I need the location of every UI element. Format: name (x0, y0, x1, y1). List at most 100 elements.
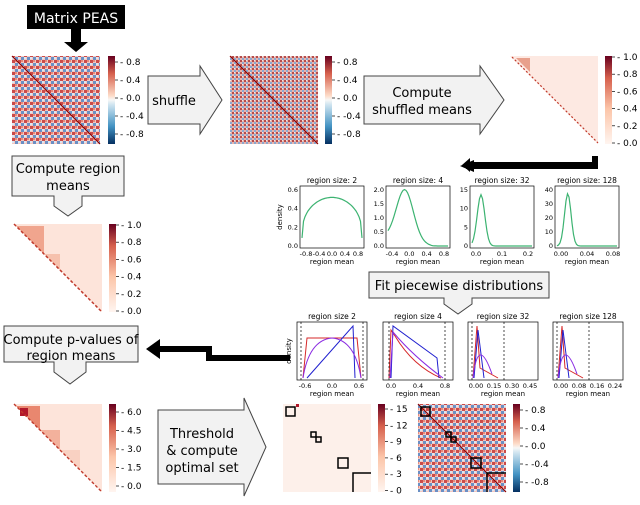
colorbar-tick-label: - 0.4 (525, 424, 546, 434)
fit-curve-purple (302, 337, 362, 379)
colorbar-tick-label: - 0.8 (120, 58, 141, 68)
fit-curve-purple (557, 354, 578, 379)
density-xtick: 0.8 (439, 250, 449, 258)
colorbar-tick-label: - 12 (390, 421, 408, 431)
matrix-peas-label: Matrix PEAS (34, 11, 118, 27)
density-curve (387, 188, 448, 247)
density-ytick: 0 (549, 242, 553, 250)
density-xtick: 0.8 (353, 250, 363, 258)
density-panel-frame (469, 185, 535, 249)
region-means-colorbar: - 1.0- 0.8- 0.6- 0.4- 0.2- 0.0 (109, 221, 142, 317)
colorbar-tick-label: - 0.2 (617, 122, 637, 132)
density-ytick: 1.5 (374, 200, 384, 208)
fit-panel-frame (467, 321, 539, 381)
density-ytick: 40 (545, 186, 553, 194)
colorbar-tick-label: - 0.0 (617, 139, 638, 149)
density-xtick: -0.8 (300, 250, 313, 258)
colorbar-tick-label: - 4.5 (121, 427, 141, 437)
fit-xtick: 0.45 (523, 382, 537, 390)
density-xtick: 0.0 (404, 250, 414, 258)
down-arrow-icon (64, 29, 88, 52)
density-xtick: 0.04 (580, 250, 594, 258)
fit-xlabel: region mean (310, 390, 354, 398)
colorbar-tick-label: - 0.2 (121, 290, 141, 300)
colorbar-tick-label: - 0.6 (121, 255, 142, 265)
colorbar-tick-label: - 6.0 (121, 408, 142, 418)
density-xtick: 0.0 (471, 250, 481, 258)
fit-xtick: 0.16 (590, 382, 604, 390)
compute-shuffled-means-label-1: Compute (392, 86, 451, 101)
compute-region-means-label-1: Compute region (16, 162, 121, 177)
colorbar-tick-label: - -0.8 (337, 130, 361, 140)
fit-curve-purple (472, 354, 493, 379)
colorbar-tick-label: - 0.8 (121, 238, 142, 248)
region-means-triangle (13, 223, 103, 313)
density-xtick: 0.4 (421, 250, 431, 258)
pvalue-colorbar: - 6.0- 4.5- 3.0- 1.5- 0.0 (109, 404, 142, 492)
colorbar-tick-label: - 0.0 (121, 307, 142, 317)
density-xtick: 0.2 (523, 250, 533, 258)
fit-piecewise-label: Fit piecewise distributions (375, 279, 544, 294)
density-xtick: 0.1 (497, 250, 507, 258)
fit-curve-red (388, 328, 442, 379)
shuffled-correlation-heatmap (229, 55, 319, 145)
fit-xtick: 0.00 (554, 382, 568, 390)
fit-panel-title: region size 128 (559, 312, 617, 321)
colorbar-tick-label: - 15 (390, 405, 408, 415)
colorbar-tick-label: - 3 (390, 470, 402, 480)
colorbar-tick-label: - 0.4 (121, 273, 142, 283)
density-ytick: 0 (464, 242, 468, 250)
compute-pvalues-label-2: region means (27, 349, 116, 364)
fit-xtick: 0.00 (469, 382, 483, 390)
fit-panel-frame (296, 321, 368, 381)
fit-xtick: 0.6 (354, 382, 364, 390)
density-xtick: 0.0 (327, 250, 337, 258)
colorbar-tick-label: - 0.0 (120, 94, 141, 104)
colorbar-tick-label: - 0.8 (525, 406, 546, 416)
optimal-set-heatmap (283, 404, 371, 492)
density-ytick: 0.2 (288, 223, 298, 231)
fit-xtick: 0.4 (413, 382, 423, 390)
fit-xtick: 0.0 (327, 382, 337, 390)
compute-pvalues-step: Compute p-values of region means (3, 325, 139, 385)
fit-xlabel: region mean (396, 390, 440, 398)
colorbar-tick-label: - 0.8 (337, 58, 358, 68)
colorbar-tick-label: - 3.0 (121, 445, 142, 455)
fit-panel-frame (382, 321, 454, 381)
density-ytick: 15 (460, 186, 468, 194)
fit-curve-red (557, 325, 584, 379)
fit-xtick: 0.15 (487, 382, 501, 390)
fit-panel-title: region size 32 (477, 312, 530, 321)
fit-panel-title: region size 2 (308, 312, 356, 321)
density-ytick: 0.6 (288, 186, 298, 194)
colorbar-tick-label: - 0.8 (617, 70, 638, 80)
density-ytick: 20 (545, 214, 553, 222)
fit-ylabel: density (285, 338, 293, 364)
colorbar-tick-label: - -0.4 (337, 112, 361, 122)
shuffle-label: shuffle (152, 94, 196, 109)
optimal-set-colorbar: - 15- 12- 9- 6- 3- 0 (378, 404, 408, 497)
density-xtick: -0.4 (313, 250, 326, 258)
shuffle-step: shuffle (147, 64, 223, 136)
density-curve (556, 191, 617, 247)
density-panel-frame (385, 185, 451, 249)
density-ytick: 10 (460, 205, 468, 213)
colorbar-tick-label: - 0.4 (120, 76, 141, 86)
colorbar-tick-label: - 0.0 (121, 482, 142, 492)
compute-shuffled-means-step: Compute shuffled means (363, 64, 505, 136)
colorbar-tick-label: - 0.4 (617, 105, 638, 115)
arrow-to-pvalues (146, 339, 290, 361)
fit-curve-purple (389, 330, 444, 379)
fit-piecewise-step: Fit piecewise distributions (368, 271, 550, 315)
fit-panel-title: region size 4 (394, 312, 442, 321)
colorbar-tick-label: - 0.0 (525, 442, 546, 452)
threshold-label-1: Threshold (169, 427, 234, 442)
density-panel-frame (554, 185, 620, 249)
colorbar-tick-label: - -0.4 (525, 460, 549, 470)
density-ytick: 1.0 (374, 214, 384, 222)
